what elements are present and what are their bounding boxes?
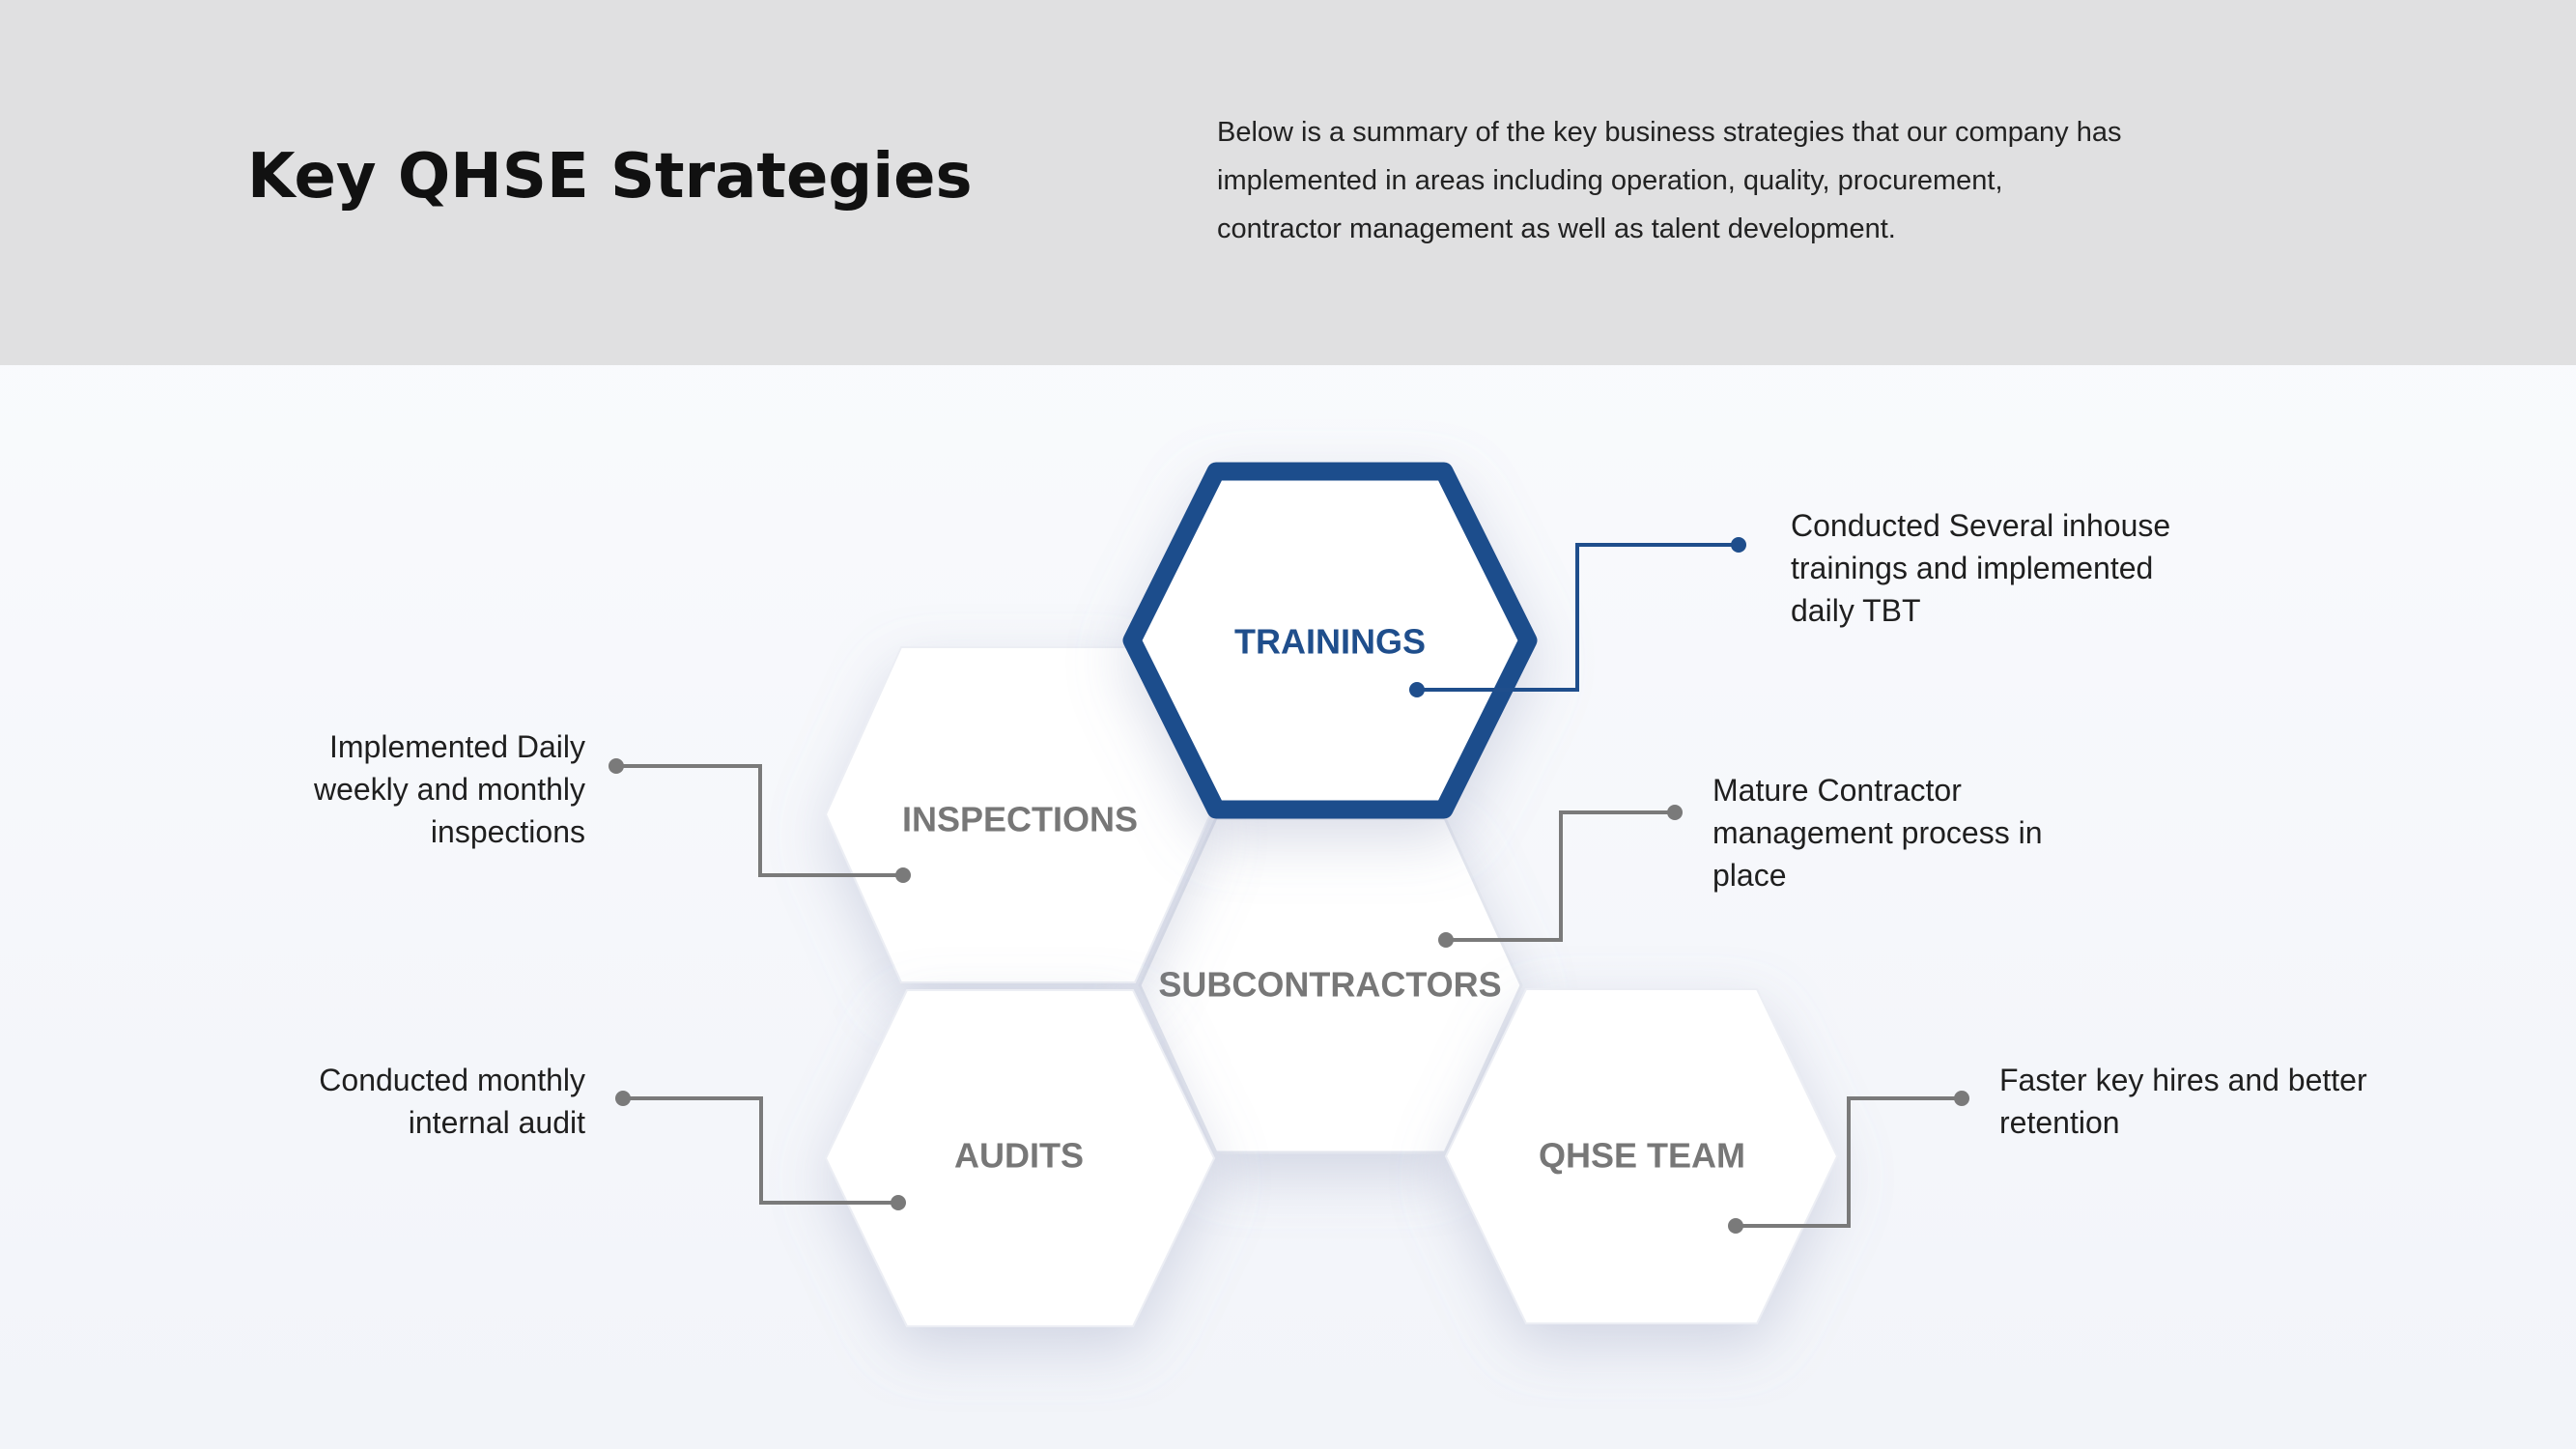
connector-audits [615, 1091, 906, 1210]
hex-label-audits: AUDITS [954, 1136, 1084, 1176]
connector-trainings [1409, 537, 1746, 697]
connector-qhse-team [1728, 1091, 1969, 1234]
summary-text: Below is a summary of the key business s… [1217, 117, 2122, 244]
connector-subcontractors [1438, 805, 1683, 948]
description-trainings: Conducted Several inhouse trainings and … [1791, 508, 2171, 628]
connector-inspections [609, 758, 911, 883]
hex-audits: AUDITS [824, 989, 1216, 1327]
hex-inspections: INSPECTIONS [824, 646, 1212, 983]
hex-trainings: TRAININGS [1122, 462, 1538, 819]
hex-label-subcontractors: SUBCONTRACTORS [1158, 965, 1501, 1005]
hex-label-inspections: INSPECTIONS [902, 800, 1138, 839]
description-inspections: Implemented Daily weekly and monthly ins… [313, 729, 585, 849]
hex-qhse-team: QHSE TEAM [1444, 988, 1839, 1324]
hex-subcontractors: SUBCONTRACTORS [1138, 816, 1523, 1154]
description-subcontractors: Mature Contractor management process in … [1713, 773, 2043, 893]
header-band: Key QHSE Strategies Below is a summary o… [0, 0, 2576, 365]
hex-label-qhse-team: QHSE TEAM [1539, 1136, 1745, 1176]
page-title: Key QHSE Strategies [247, 141, 973, 213]
hex-label-trainings: TRAININGS [1234, 622, 1426, 662]
description-qhse-team: Faster key hires and better retention [1999, 1063, 2367, 1140]
description-audits: Conducted monthly internal audit [319, 1063, 585, 1140]
